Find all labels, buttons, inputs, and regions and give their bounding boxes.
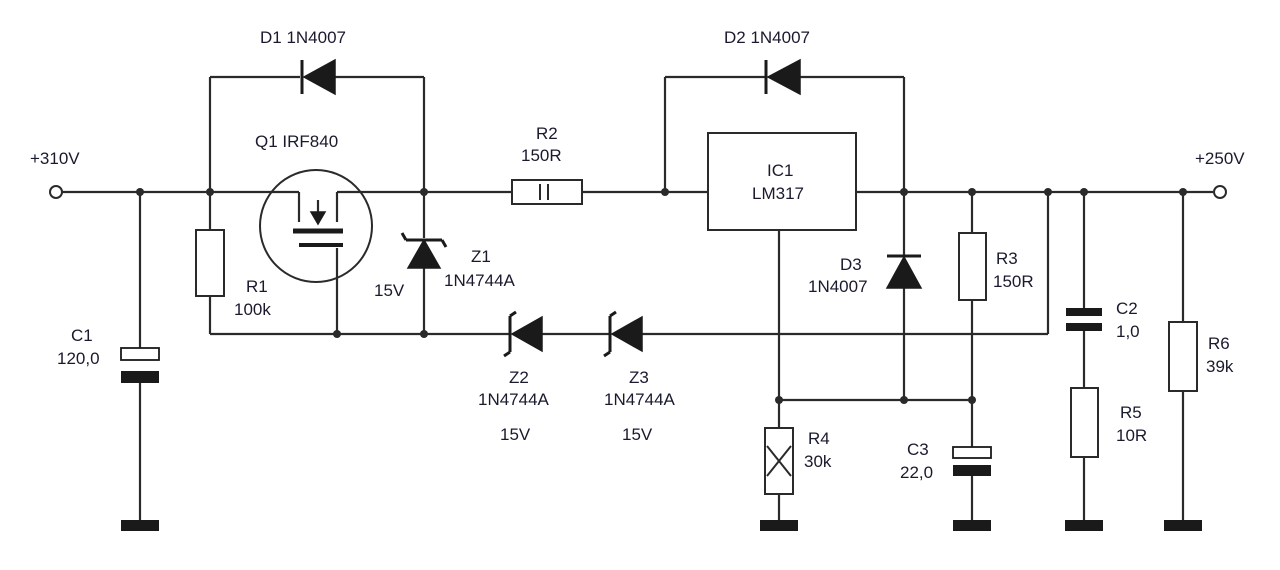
r5-value-label: 10R [1116,426,1147,445]
ground-symbol [760,520,798,531]
z2-voltage-label: 15V [500,425,531,444]
z1-part-label: 1N4744A [444,271,516,290]
c2-name-label: C2 [1116,299,1138,318]
r5-name-label: R5 [1120,403,1142,422]
output-voltage-label: +250V [1195,149,1245,168]
ground-symbol [953,520,991,531]
c3-name-label: C3 [907,440,929,459]
ic1-name-label: IC1 [767,161,793,180]
ground-symbol [1164,520,1202,531]
z2-name-label: Z2 [509,368,529,387]
d1-label: D1 1N4007 [260,28,346,47]
z1-voltage-label: 15V [374,281,405,300]
r4-name-label: R4 [808,429,830,448]
r6-name-label: R6 [1208,334,1230,353]
resistor-r1-symbol [195,229,225,297]
diode-d2-symbol [764,58,801,96]
zener-z3-symbol [603,310,643,358]
c1-value-label: 120,0 [57,349,100,368]
z2-part-label: 1N4744A [478,390,550,409]
resistor-r5-symbol [1070,387,1099,458]
z3-name-label: Z3 [629,368,649,387]
z3-part-label: 1N4744A [604,390,676,409]
zener-z1-symbol [400,232,448,269]
ground-symbol [1065,520,1103,531]
r4-value-label: 30k [804,452,832,471]
resistor-r4-symbol [764,427,794,495]
wires [62,75,1213,520]
input-voltage-label: +310V [30,149,80,168]
z1-name-label: Z1 [471,247,491,266]
junctions [136,188,1187,404]
r2-name-label: R2 [536,124,558,143]
c3-value-label: 22,0 [900,463,933,482]
diode-d1-symbol [300,58,336,96]
r3-value-label: 150R [993,272,1034,291]
r3-name-label: R3 [996,249,1018,268]
capacitor-c1-symbol [120,347,160,383]
mosfet-q1-symbol [259,169,373,283]
ic1-lm317-box [707,132,857,231]
resistor-r2-symbol [511,179,583,205]
zener-z2-symbol [503,310,543,358]
resistor-r6-symbol [1168,321,1198,392]
c1-name-label: C1 [71,326,93,345]
capacitor-c3-symbol [952,446,992,476]
ground-symbol [121,520,159,531]
q1-label: Q1 IRF840 [255,132,338,151]
r1-value-label: 100k [234,300,271,319]
d3-name-label: D3 [840,255,862,274]
output-terminal [1213,185,1227,199]
diode-d3-symbol [885,254,923,289]
ic1-part-label: LM317 [752,184,804,203]
c2-value-label: 1,0 [1116,322,1140,341]
r6-value-label: 39k [1206,357,1234,376]
r2-value-label: 150R [521,146,562,165]
z3-voltage-label: 15V [622,425,653,444]
capacitor-c2-symbol [1066,308,1102,331]
input-terminal [49,185,63,199]
r1-name-label: R1 [246,277,268,296]
d2-label: D2 1N4007 [724,28,810,47]
d3-part-label: 1N4007 [808,277,868,296]
resistor-r3-symbol [958,232,987,301]
